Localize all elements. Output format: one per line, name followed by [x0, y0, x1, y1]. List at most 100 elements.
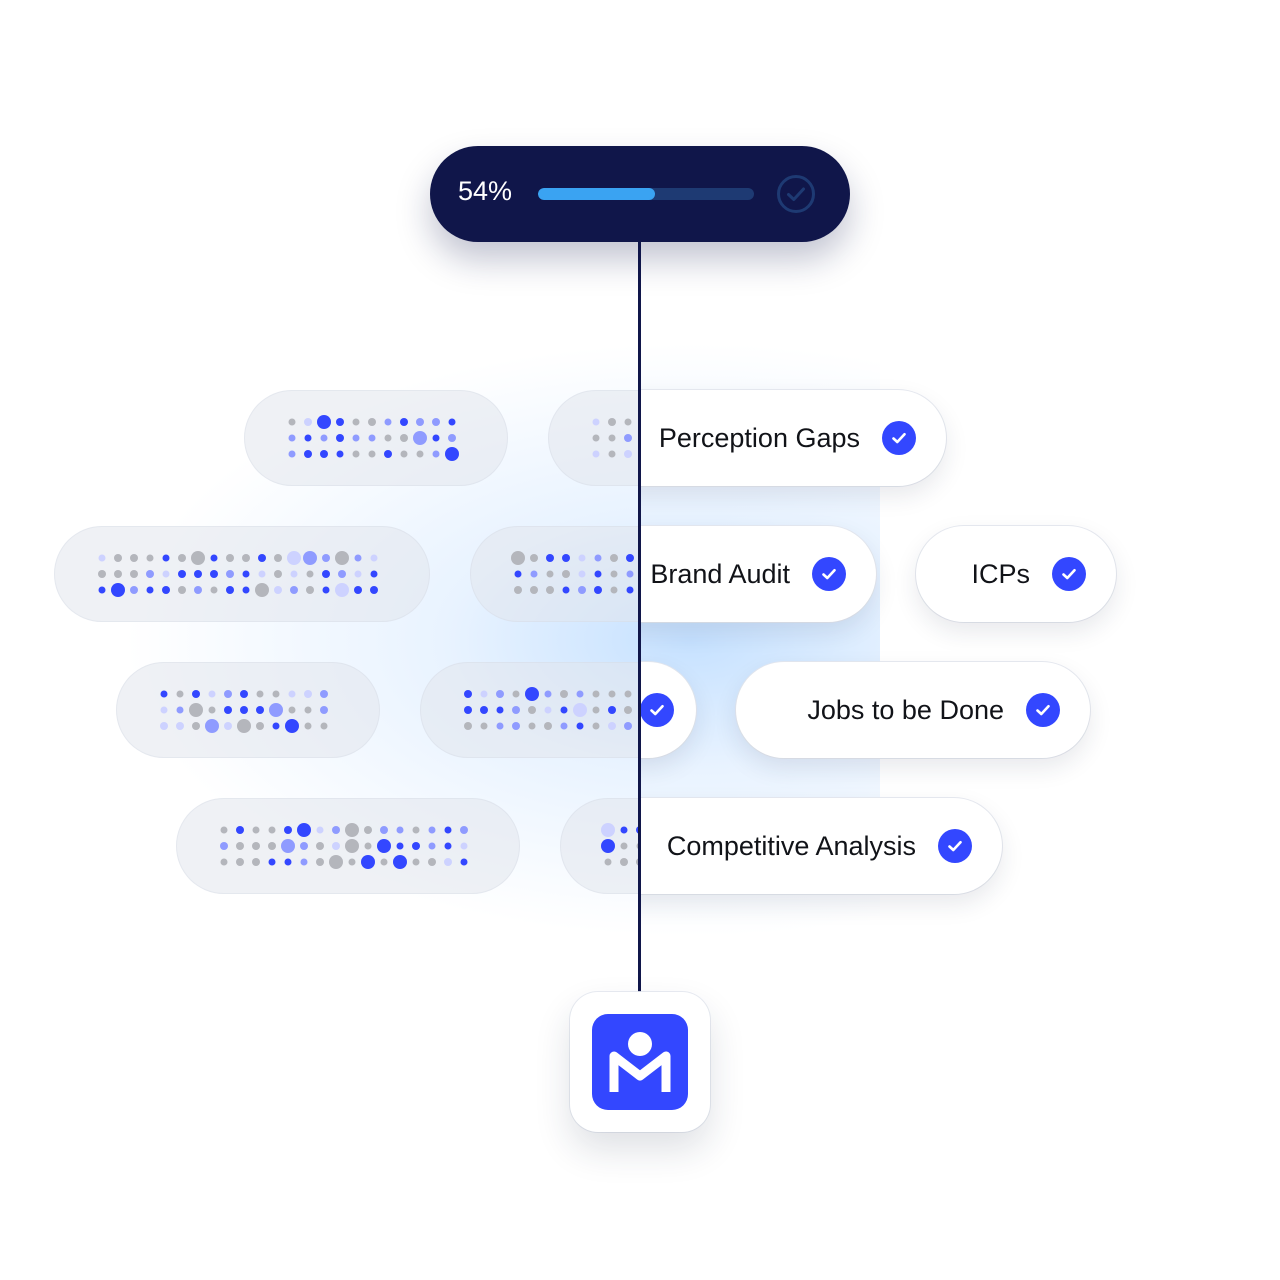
- check-circle-icon: [1052, 557, 1086, 591]
- tag-pill-competitive-analysis: Competitive Analysis: [640, 798, 1002, 894]
- dot: [546, 586, 554, 594]
- dot: [368, 418, 376, 426]
- dot: [336, 434, 344, 442]
- dot: [194, 586, 202, 594]
- dot: [546, 554, 554, 562]
- dot: [354, 554, 362, 562]
- dot: [317, 415, 331, 429]
- progress-percent: 54%: [458, 176, 513, 206]
- dot: [285, 719, 299, 733]
- dot: [361, 855, 375, 869]
- dot: [546, 570, 554, 578]
- dot: [620, 858, 628, 866]
- dot: [258, 554, 266, 562]
- dot: [162, 586, 170, 594]
- dot: [428, 826, 436, 834]
- dot: [608, 706, 616, 714]
- dot: [562, 586, 570, 594]
- dot: [594, 554, 602, 562]
- dot: [444, 842, 452, 850]
- dot: [416, 418, 424, 426]
- dot: [608, 722, 616, 730]
- dot: [300, 858, 308, 866]
- dot: [281, 839, 295, 853]
- dot: [224, 690, 232, 698]
- dot: [178, 570, 186, 578]
- dot: [226, 586, 234, 594]
- dot: [368, 450, 376, 458]
- dot: [480, 690, 488, 698]
- dot: [316, 858, 324, 866]
- dot: [352, 450, 360, 458]
- dot: [268, 858, 276, 866]
- dot: [464, 722, 472, 730]
- dot: [393, 855, 407, 869]
- dot: [98, 570, 106, 578]
- dot: [272, 690, 280, 698]
- dot: [316, 842, 324, 850]
- dot: [384, 450, 392, 458]
- dot: [332, 842, 340, 850]
- dot: [624, 690, 632, 698]
- dot: [160, 690, 168, 698]
- dot: [396, 842, 404, 850]
- dot: [274, 554, 282, 562]
- dot: [528, 706, 536, 714]
- dot: [98, 554, 106, 562]
- dot: [146, 586, 154, 594]
- dot: [220, 858, 228, 866]
- dot: [320, 434, 328, 442]
- dot: [272, 722, 280, 730]
- dot: [304, 418, 312, 426]
- dot: [400, 418, 408, 426]
- dot: [304, 690, 312, 698]
- dot: [416, 450, 424, 458]
- dot: [544, 690, 552, 698]
- dot: [192, 722, 200, 730]
- dot: [189, 703, 203, 717]
- dot: [626, 570, 634, 578]
- dot: [608, 690, 616, 698]
- dot: [284, 858, 292, 866]
- dot: [444, 858, 452, 866]
- dot: [444, 826, 452, 834]
- dot: [592, 722, 600, 730]
- dot: [370, 586, 378, 594]
- dot: [384, 418, 392, 426]
- dot: [610, 570, 618, 578]
- dot: [601, 823, 615, 837]
- encoded-pill: [244, 390, 508, 486]
- dot: [220, 842, 228, 850]
- dot: [304, 722, 312, 730]
- dot: [304, 434, 312, 442]
- dot: [297, 823, 311, 837]
- dot: [528, 722, 536, 730]
- dot: [336, 418, 344, 426]
- tag-pill-brand-audit: Brand Audit: [640, 526, 876, 622]
- dot: [242, 586, 250, 594]
- dot: [320, 450, 328, 458]
- dot: [320, 722, 328, 730]
- dot: [624, 434, 632, 442]
- dot: [191, 551, 205, 565]
- dot: [268, 842, 276, 850]
- dot: [322, 554, 330, 562]
- dot: [274, 586, 282, 594]
- dot: [287, 551, 301, 565]
- dot: [224, 706, 232, 714]
- dot: [380, 858, 388, 866]
- dot: [288, 434, 296, 442]
- dot-matrix: [98, 551, 378, 597]
- dot: [210, 586, 218, 594]
- dot: [322, 586, 330, 594]
- dot: [348, 858, 356, 866]
- dot: [130, 570, 138, 578]
- dot: [460, 858, 468, 866]
- app-logo-card: [570, 992, 710, 1132]
- tag-pill-partial: [640, 662, 696, 758]
- dot: [226, 554, 234, 562]
- dot: [252, 858, 260, 866]
- dot: [428, 858, 436, 866]
- progress-bar-fill: [538, 188, 655, 200]
